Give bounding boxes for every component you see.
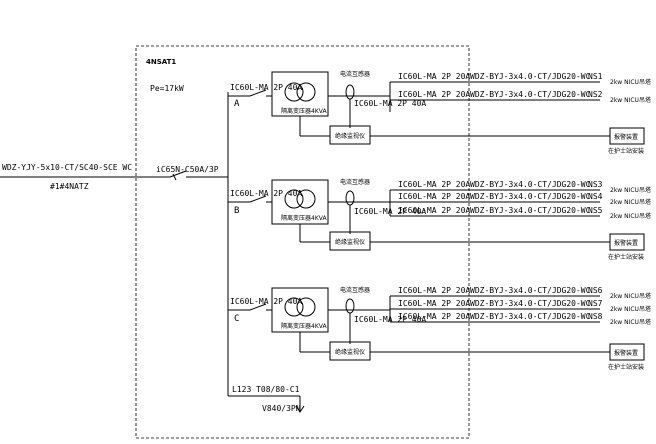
circuit-ns6-cable: WDZ-BYJ-3x4.0-CT/JDG20-WC	[470, 286, 591, 295]
group-b-alarm-note: 在护士站安装	[608, 253, 644, 261]
group-b-phase: B	[234, 206, 239, 216]
incoming-source: #1#4NATZ	[50, 182, 89, 191]
spd-symbol	[295, 405, 305, 413]
group-a-monitor: 绝缘监视仪	[335, 132, 365, 140]
group-c-tx-coil-2	[296, 297, 316, 317]
group-b-alarm: 报警装置	[614, 239, 638, 247]
circuit-ns2-breaker: IC60L-MA 2P 20A	[398, 90, 470, 99]
group-c: IC60L-MA 2P 40A C 隔离变压器4KVA 电流互感器 IC60L-…	[228, 286, 651, 371]
group-b-ct	[345, 190, 355, 206]
group-c-breaker: IC60L-MA 2P 40A	[230, 297, 302, 306]
group-b-alarm-box	[609, 233, 645, 251]
group-c-alarm-box	[609, 343, 645, 361]
circuit-ns7-load: 2kw NICU吊塔	[610, 305, 651, 313]
circuit-ns3-load: 2kw NICU吊塔	[610, 186, 651, 194]
circuit-ns8-load: 2kw NICU吊塔	[610, 318, 651, 326]
circuit-ns8-id: NS8	[588, 312, 603, 321]
group-a-alarm: 报警装置	[614, 133, 638, 141]
group-a-transformer: 隔离变压器4KVA	[281, 107, 327, 115]
group-b: IC60L-MA 2P 40A B 隔离变压器4KVA 电流互感器 IC60L-…	[228, 178, 651, 261]
group-b-monitor-box	[329, 231, 371, 251]
circuit-ns1-breaker: IC60L-MA 2P 20A	[398, 72, 470, 81]
circuit-ns8-cable: WDZ-BYJ-3x4.0-CT/JDG20-WC	[470, 312, 591, 321]
group-b-monitor: 绝缘监视仪	[335, 238, 365, 246]
group-b-ct-label: 电流互感器	[340, 178, 370, 186]
group-a-ct-label: 电流互感器	[340, 70, 370, 78]
circuit-ns7-cable: WDZ-BYJ-3x4.0-CT/JDG20-WC	[470, 299, 591, 308]
main-breaker-symbol	[169, 170, 187, 178]
circuit-ns2-id: NS2	[588, 90, 603, 99]
circuit-ns7-id: NS7	[588, 299, 603, 308]
group-a-breaker: IC60L-MA 2P 40A	[230, 83, 302, 92]
group-a-phase: A	[234, 99, 240, 109]
circuit-ns6-breaker: IC60L-MA 2P 20A	[398, 286, 470, 295]
group-c-monitor-box	[329, 341, 371, 361]
group-a-tx-coil-2	[296, 82, 316, 102]
group-a-monitor-box	[329, 125, 371, 145]
panel-boundary	[135, 45, 470, 439]
incoming-cable: WDZ-YJY-5x10-CT/SC40-SCE WC	[2, 163, 132, 172]
circuit-ns2-load: 2kw NICU吊塔	[610, 96, 651, 104]
group-a-ct	[345, 84, 355, 100]
group-b-transformer: 隔离变压器4KVA	[281, 214, 327, 222]
circuit-ns2-cable: WDZ-BYJ-3x4.0-CT/JDG20-WC	[470, 90, 591, 99]
group-b-breaker-symbol	[249, 195, 267, 203]
group-a-alarm-box	[609, 127, 645, 145]
group-c-transformer: 隔离变压器4KVA	[281, 322, 327, 330]
circuit-ns5-breaker: IC60L-MA 2P 20A	[398, 206, 470, 215]
circuit-ns1-load: 2kw NICU吊塔	[610, 78, 651, 86]
group-b-tx-coil-1	[284, 189, 304, 209]
group-c-monitor: 绝缘监视仪	[335, 348, 365, 356]
circuit-ns3-breaker: IC60L-MA 2P 20A	[398, 180, 470, 189]
group-b-tx-coil-2	[296, 189, 316, 209]
circuit-ns7-breaker: IC60L-MA 2P 20A	[398, 299, 470, 308]
group-c-phase: C	[234, 314, 239, 324]
group-c-ct-label: 电流互感器	[340, 286, 370, 294]
circuit-ns1-cable: WDZ-BYJ-3x4.0-CT/JDG20-WC	[470, 72, 591, 81]
circuit-ns5-load: 2kw NICU吊塔	[610, 212, 651, 220]
circuit-ns4-breaker: IC60L-MA 2P 20A	[398, 192, 470, 201]
group-c-alarm: 报警装置	[614, 349, 638, 357]
group-c-breaker-symbol	[249, 303, 267, 311]
circuit-ns1-id: NS1	[588, 72, 603, 81]
group-c-ct	[345, 298, 355, 314]
circuit-ns4-cable: WDZ-BYJ-3x4.0-CT/JDG20-WC	[470, 192, 591, 201]
panel-name: 4NSAT1	[146, 58, 176, 66]
group-a-breaker-symbol	[249, 89, 267, 97]
group-a: IC60L-MA 2P 40A A 隔离变压器4KVA 电流互感器 IC60L-…	[228, 70, 651, 155]
group-c-tx-coil-1	[284, 297, 304, 317]
circuit-ns8-breaker: IC60L-MA 2P 20A	[398, 312, 470, 321]
circuit-ns4-id: NS4	[588, 192, 603, 201]
group-a-tx-coil-1	[284, 82, 304, 102]
circuit-ns6-id: NS6	[588, 286, 603, 295]
main-breaker-label: iC65N-C50A/3P	[156, 165, 219, 174]
group-b-breaker: IC60L-MA 2P 40A	[230, 189, 302, 198]
circuit-ns5-cable: WDZ-BYJ-3x4.0-CT/JDG20-WC	[470, 206, 591, 215]
circuit-ns5-id: NS5	[588, 206, 603, 215]
circuit-ns3-id: NS3	[588, 180, 603, 189]
spd-model: V840/3PN	[262, 404, 301, 413]
panel-power: Pe=17kW	[150, 84, 184, 93]
circuit-ns6-load: 2kw NICU吊塔	[610, 292, 651, 300]
group-a-alarm-note: 在护士站安装	[608, 147, 644, 155]
circuit-ns4-load: 2kw NICU吊塔	[610, 198, 651, 206]
spd-label: L123 T08/80-C1	[232, 385, 300, 394]
circuit-ns3-cable: WDZ-BYJ-3x4.0-CT/JDG20-WC	[470, 180, 591, 189]
main-breaker-tick	[172, 173, 177, 181]
group-c-alarm-note: 在护士站安装	[608, 363, 644, 371]
